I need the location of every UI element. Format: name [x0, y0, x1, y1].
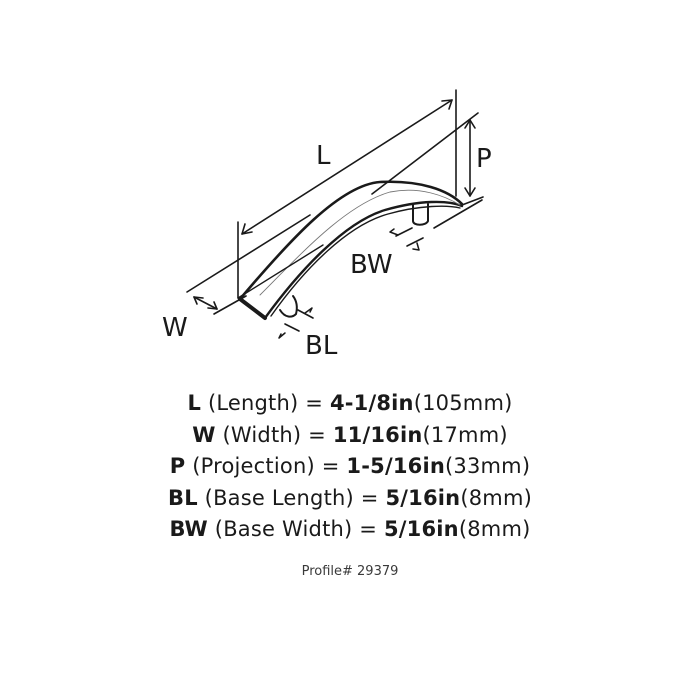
spec-base-width: BW (Base Width) = 5/16in(8mm)	[0, 514, 700, 546]
spec-abbr: L	[187, 391, 202, 415]
spec-label: (Base Length) =	[204, 485, 379, 510]
spec-abbr: BL	[167, 485, 198, 510]
dimension-specs: L (Length) = 4-1/8in(105mm) W (Width) = …	[0, 388, 700, 546]
spec-abbr: W	[192, 422, 216, 447]
spec-projection: P (Projection) = 1-5/16in(33mm)	[0, 451, 700, 483]
spec-mm-value: (33mm)	[445, 454, 531, 478]
spec-abbr: P	[169, 454, 186, 478]
spec-base-length: BL (Base Length) = 5/16in(8mm)	[0, 483, 700, 515]
spec-label: (Width) =	[222, 422, 326, 447]
base-left-post	[278, 295, 314, 339]
profile-number: Profile# 29379	[301, 564, 399, 579]
label-W: W	[162, 313, 188, 343]
label-BL: BL	[305, 331, 338, 361]
spec-width: W (Width) = 11/16in(17mm)	[0, 420, 700, 452]
spec-label: (Base Width) =	[214, 517, 378, 541]
handle-body	[237, 180, 464, 320]
label-L: L	[316, 141, 331, 171]
label-BW: BW	[350, 250, 393, 280]
spec-abbr: BW	[169, 517, 208, 541]
spec-label: (Projection) =	[192, 454, 340, 478]
base-right-post	[389, 199, 483, 251]
spec-label: (Length) =	[207, 391, 324, 415]
spec-inch-value: 5/16in	[383, 517, 459, 541]
spec-inch-value: 11/16in	[332, 422, 423, 447]
spec-mm-value: (8mm)	[460, 485, 532, 510]
spec-length: L (Length) = 4-1/8in(105mm)	[0, 388, 700, 420]
spec-inch-value: 1-5/16in	[346, 454, 446, 478]
label-P: P	[476, 144, 492, 174]
spec-mm-value: (105mm)	[413, 391, 513, 415]
projection-dimension-line	[371, 112, 484, 206]
spec-mm-value: (8mm)	[458, 517, 531, 541]
spec-inch-value: 5/16in	[385, 485, 461, 510]
spec-inch-value: 4-1/8in	[329, 391, 414, 415]
spec-mm-value: (17mm)	[422, 422, 508, 447]
cabinet-pull-dimension-diagram: L P W BW BL	[162, 89, 492, 361]
